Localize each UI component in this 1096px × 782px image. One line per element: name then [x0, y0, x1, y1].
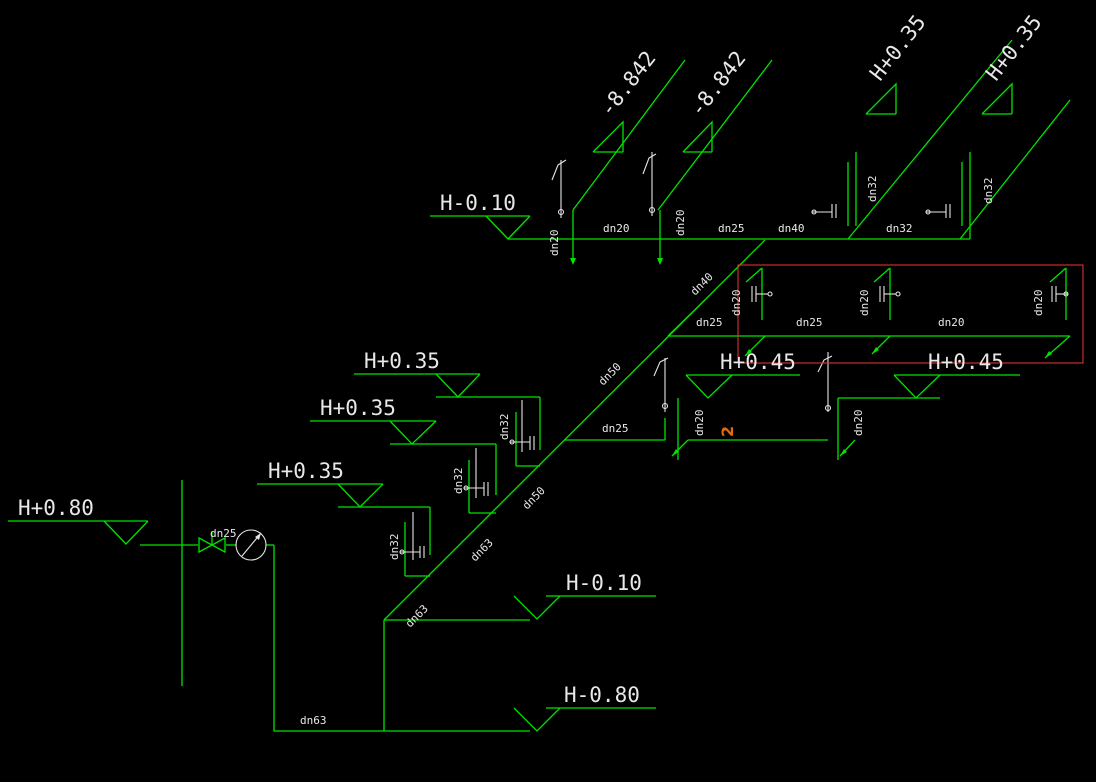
dn-label-top-32-v1: dn32	[866, 176, 879, 203]
level-label-top-8842-a: -8.842	[595, 47, 661, 122]
branch-dn32-group	[399, 397, 541, 577]
selection-box[interactable]	[737, 264, 1084, 364]
gate-valve-icon[interactable]	[198, 532, 226, 554]
branch-mid-dn25	[565, 352, 856, 460]
dn-label-red-20-d: dn20	[1032, 290, 1045, 317]
dn-label-top-32-v2: dn32	[982, 178, 995, 205]
level-label-top-035-b: H+0.35	[981, 11, 1047, 86]
dn-label-top-20-b: dn20	[603, 222, 630, 235]
annotation-mark: 2	[718, 426, 737, 437]
dn-label-inlet: dn25	[210, 527, 237, 540]
level-label-h035-b: H+0.35	[320, 396, 396, 420]
level-label-hm010-top: H-0.10	[440, 191, 516, 215]
dn-label-red-25-a: dn25	[696, 316, 723, 329]
level-label-h045-a: H+0.45	[720, 350, 796, 374]
dn-label-riser-63-a: dn63	[403, 602, 431, 630]
dn-label-top-40: dn40	[778, 222, 805, 235]
dn-label-bottom: dn63	[300, 714, 327, 727]
dn-label-mid-25: dn25	[602, 422, 629, 435]
dn-label-top-20-c: dn20	[674, 210, 687, 237]
dn-label-mid-20-b: dn20	[852, 410, 865, 437]
branch-red-box	[667, 267, 1071, 359]
branch-top	[551, 39, 1071, 265]
level-label-h045-b: H+0.45	[928, 350, 1004, 374]
dn-label-riser-63-b: dn63	[468, 536, 496, 564]
dn-label-br32-c: dn32	[388, 534, 401, 561]
dn-label-red-20-a: dn20	[938, 316, 965, 329]
level-symbols	[8, 215, 1020, 732]
dn-label-red-20-b: dn20	[730, 290, 743, 317]
dn-label-mid-20-a: dn20	[693, 410, 706, 437]
dn-label-top-32: dn32	[886, 222, 913, 235]
dn-label-top-25: dn25	[718, 222, 745, 235]
dn-label-riser-50-a: dn50	[520, 484, 548, 512]
water-meter-icon[interactable]	[235, 529, 267, 561]
dn-label-top-20-a: dn20	[548, 230, 561, 257]
dn-label-riser-50-b: dn50	[596, 360, 624, 388]
dn-label-br32-a: dn32	[498, 414, 511, 441]
dn-label-red-20-c: dn20	[858, 290, 871, 317]
level-label-h035-a: H+0.35	[364, 349, 440, 373]
level-label-hm010-mid: H-0.10	[566, 571, 642, 595]
dn-label-red-25-b: dn25	[796, 316, 823, 329]
dn-label-br32-b: dn32	[452, 468, 465, 495]
level-label-h035-c: H+0.35	[268, 459, 344, 483]
level-label-top-035-a: H+0.35	[865, 11, 931, 86]
level-label-hm080: H-0.80	[564, 683, 640, 707]
level-label-h080: H+0.80	[18, 496, 94, 520]
level-label-top-8842-b: -8.842	[685, 47, 751, 122]
